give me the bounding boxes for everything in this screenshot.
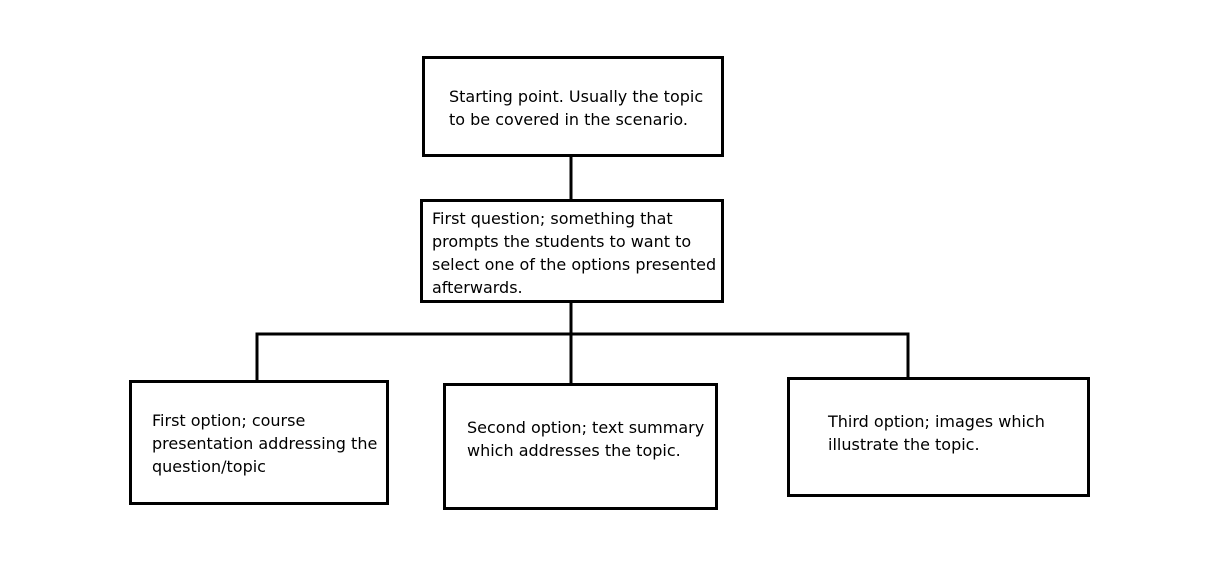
first-option-box: First option; course presentation addres… <box>129 380 389 505</box>
starting-point-box: Starting point. Usually the topic to be … <box>422 56 724 157</box>
third-option-box: Third option; images which illustrate th… <box>787 377 1090 497</box>
first-question-box: First question; something that prompts t… <box>420 199 724 303</box>
third-option-text: Third option; images which illustrate th… <box>828 412 1045 454</box>
first-option-text: First option; course presentation addres… <box>152 411 378 476</box>
starting-point-text: Starting point. Usually the topic to be … <box>449 87 704 129</box>
second-option-box: Second option; text summary which addres… <box>443 383 718 510</box>
first-question-text: First question; something that prompts t… <box>432 209 717 297</box>
second-option-text: Second option; text summary which addres… <box>467 418 705 460</box>
